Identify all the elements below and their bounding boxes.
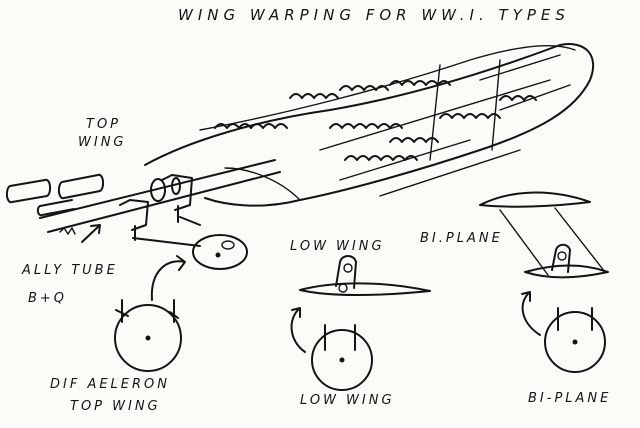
label-dif-aeleron-line2: TOP WING — [70, 399, 161, 414]
biplane-airfoils — [479, 191, 609, 373]
label-biplane-lower: BI-PLANE — [528, 391, 612, 406]
label-ally-tube: ALLY TUBE — [22, 263, 118, 278]
low-wing-airfoil — [290, 255, 431, 391]
label-b-and-q: B+Q — [28, 291, 68, 306]
wing-illustration — [144, 43, 595, 207]
label-top-wing-line2: WING — [78, 135, 127, 150]
dif-aeleron-wheel — [114, 299, 182, 372]
label-top-wing-line1: TOP — [86, 117, 122, 132]
label-biplane-upper: BI.PLANE — [420, 231, 503, 246]
label-low-wing-upper: LOW WING — [290, 239, 385, 254]
label-low-wing-lower: LOW WING — [300, 393, 395, 408]
sketch-title: WING WARPING FOR WW.I. TYPES — [178, 6, 570, 24]
rib-slots — [214, 80, 537, 161]
label-dif-aeleron-line1: DIF AELERON — [50, 377, 171, 392]
torque-tube-assembly — [5, 159, 281, 301]
